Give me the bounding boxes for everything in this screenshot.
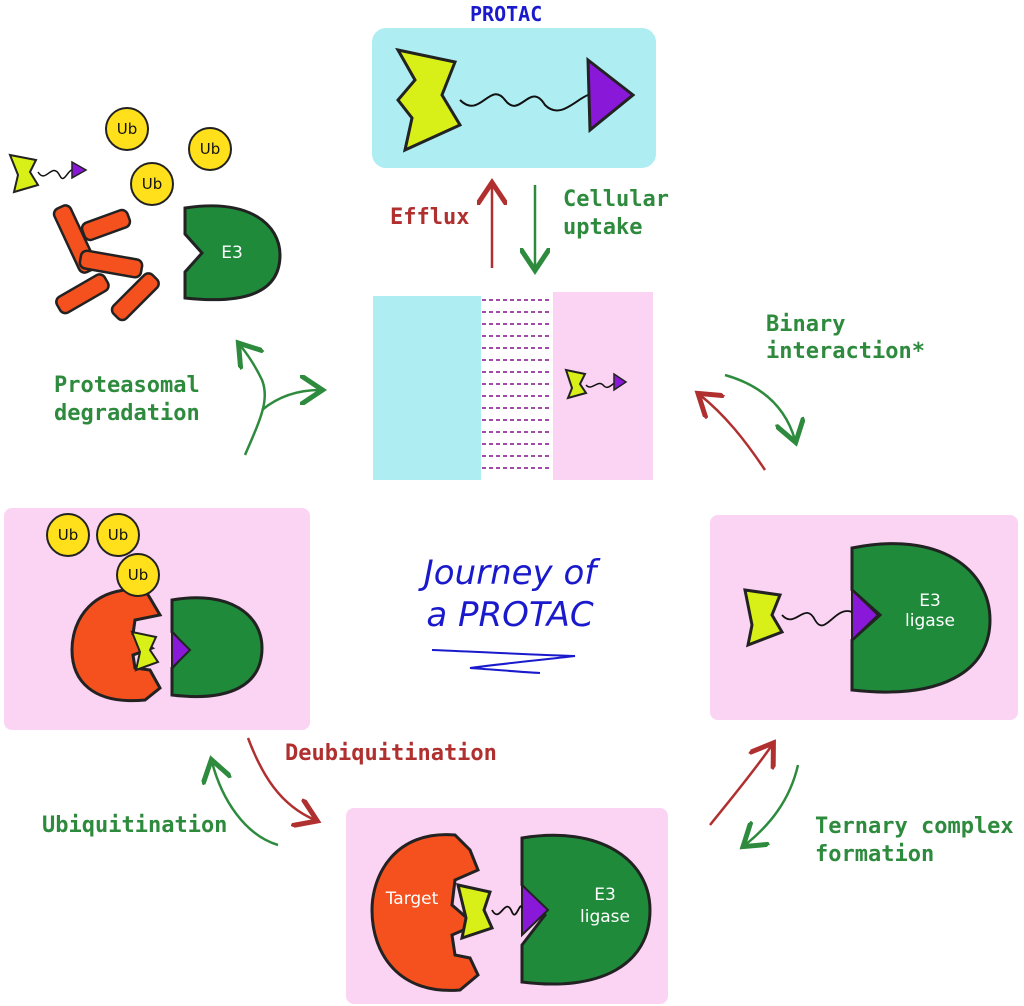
- binary-label-2: interaction*: [766, 339, 925, 364]
- ub-circle-1: Ub: [105, 107, 149, 151]
- free-e3-shape: [183, 204, 282, 302]
- ubiquitinated-complex-panel: [4, 508, 310, 730]
- ubiquitination-label: Ubiquitination: [42, 813, 228, 838]
- e3-binary-label-2: ligase: [905, 611, 955, 631]
- protac-heading: PROTAC: [470, 2, 543, 26]
- ternary-forward-arrow: [709, 745, 772, 826]
- linker-line: [459, 93, 589, 112]
- target-protein-shape: [370, 833, 480, 992]
- efflux-label: Efflux: [390, 205, 470, 230]
- binary-complex-panel: [710, 515, 1018, 720]
- diagram-title-2: a PROTAC: [426, 595, 594, 635]
- target-label: Target: [385, 889, 439, 909]
- uptake-label-2: uptake: [563, 215, 643, 240]
- deubiquitination-arrow: [246, 737, 315, 820]
- e3-ternary-label-2: ligase: [580, 907, 630, 927]
- e3-binary-label-1: E3: [919, 591, 941, 611]
- degradation-arrow-branch: [261, 390, 320, 411]
- e3-ligase-ternary: [520, 833, 652, 986]
- e3-ternary-label-1: E3: [594, 885, 616, 905]
- binary-label-1: Binary: [766, 312, 846, 337]
- small-warhead: [564, 368, 588, 400]
- free-protac-small: [8, 153, 88, 194]
- binary-reverse-arrow: [700, 395, 767, 471]
- target-protein-ub: [70, 588, 163, 703]
- ternary-complex-panel: [346, 808, 668, 1004]
- degraded-fragments: [52, 204, 160, 322]
- ub-circle-6: Ub: [116, 553, 160, 597]
- degradation-arrow: [240, 345, 266, 456]
- e3-ligand-shape: [586, 56, 636, 134]
- e3-ligase-shape: [850, 542, 992, 694]
- ub-circle-5: Ub: [96, 513, 140, 557]
- ubiquitination-arrow: [212, 762, 279, 847]
- binary-forward-arrow: [724, 373, 795, 440]
- ub-circle-4: Ub: [46, 513, 90, 557]
- membrane-panel: [373, 292, 653, 480]
- proteasomal-label-2: degradation: [54, 401, 200, 426]
- uptake-label-1: Cellular: [563, 187, 669, 212]
- warhead-shape-binary: [743, 588, 785, 648]
- ternary-reverse-arrow: [745, 764, 800, 845]
- proteasomal-label-1: Proteasomal: [54, 373, 200, 398]
- deubiquitination-label: Deubiquitination: [285, 741, 497, 766]
- e3-free-label: E3: [221, 243, 243, 263]
- ternary-label-1: Ternary complex: [815, 814, 1014, 839]
- ternary-label-2: formation: [815, 842, 935, 867]
- ub-circle-2: Ub: [188, 127, 232, 171]
- lipid-bilayer: [482, 299, 552, 469]
- e3-ligase-ub: [170, 596, 264, 699]
- warhead-shape: [395, 47, 463, 153]
- protac-panel: [372, 28, 656, 168]
- diagram-title-1: Journey of: [423, 553, 597, 593]
- ub-circle-3: Ub: [130, 162, 174, 206]
- title-underline: [431, 649, 576, 674]
